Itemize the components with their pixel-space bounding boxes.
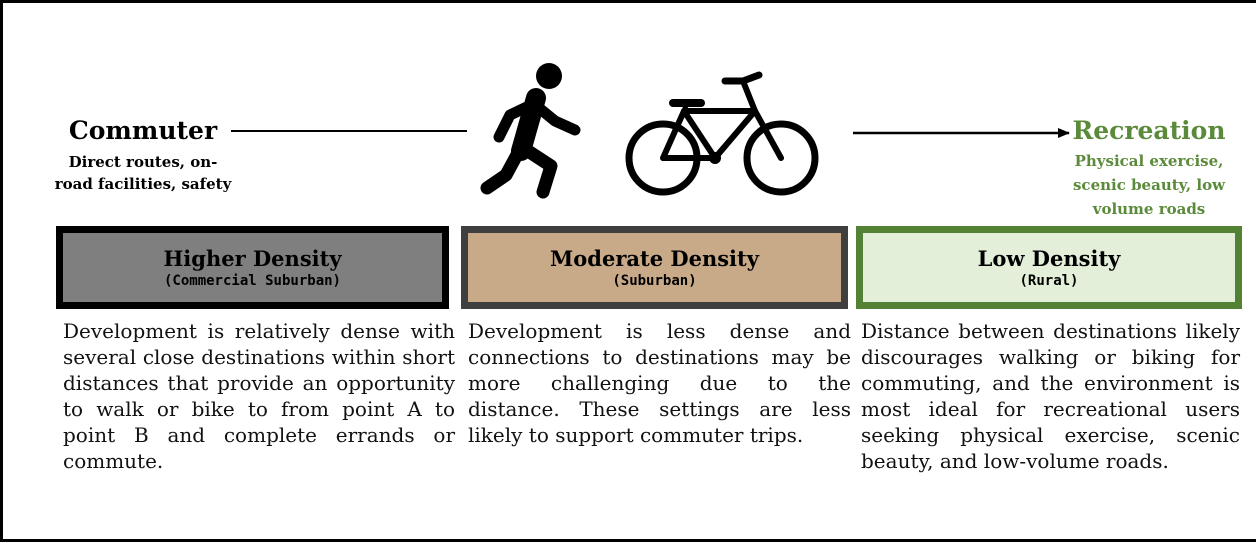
recreation-subtitle-line3: volume roads bbox=[1092, 200, 1206, 218]
description-moderate-density: Development is less dense and connection… bbox=[468, 319, 851, 447]
bicycle-icon bbox=[625, 71, 819, 196]
density-box-low: Low Density (Rural) bbox=[856, 226, 1242, 309]
recreation-title: Recreation bbox=[1072, 116, 1226, 145]
density-box-subtitle: (Rural) bbox=[1019, 273, 1079, 289]
commuter-subtitle-line1: Direct routes, on- bbox=[68, 153, 218, 171]
density-box-title: Low Density bbox=[977, 246, 1121, 271]
recreation-subtitle-line1: Physical exercise, bbox=[1074, 152, 1224, 170]
density-box-subtitle: (Commercial Suburban) bbox=[163, 273, 341, 289]
density-box-subtitle: (Suburban) bbox=[612, 273, 697, 289]
density-box-moderate: Moderate Density (Suburban) bbox=[461, 226, 848, 309]
commuter-title: Commuter bbox=[68, 116, 218, 145]
recreation-subtitle-line2: scenic beauty, low bbox=[1072, 176, 1225, 194]
description-low-density: Distance between destinations likely dis… bbox=[861, 319, 1240, 473]
density-box-higher: Higher Density (Commercial Suburban) bbox=[56, 226, 449, 309]
commuter-subtitle-line2: road facilities, safety bbox=[54, 175, 232, 193]
description-higher-density: Development is relatively dense with sev… bbox=[63, 319, 455, 473]
density-box-title: Higher Density bbox=[163, 246, 342, 271]
density-box-title: Moderate Density bbox=[550, 246, 759, 271]
diagram-graphics bbox=[231, 63, 1070, 199]
walking-person-icon bbox=[480, 63, 581, 199]
